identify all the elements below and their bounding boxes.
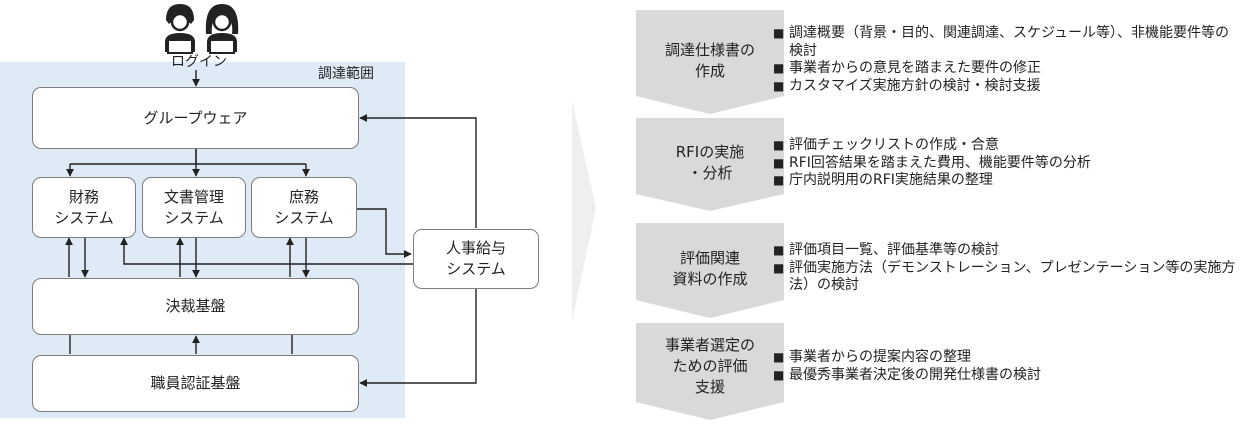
list-item: 評価項目一覧、評価基準等の検討: [773, 242, 1243, 260]
step-chevron-2: [636, 118, 784, 211]
step-3-title: 評価関連 資料の作成: [672, 249, 748, 288]
list-item: 事業者からの提案内容の整理: [773, 349, 1243, 367]
hr-to-groupware-arrow: [359, 114, 477, 228]
step-chevron-3: [636, 223, 784, 318]
general-to-hr-arrow: [357, 208, 412, 258]
step-chevron-4: [636, 323, 784, 420]
list-item: 最優秀事業者決定後の開発仕様書の検討: [773, 367, 1243, 385]
hr-to-finance-arrow: [120, 237, 414, 265]
list-item: 評価チェックリストの作成・合意: [773, 137, 1243, 155]
general-system-box: 庶務 システム: [251, 177, 357, 238]
step-4-title: 事業者選定の ための評価 支援: [664, 336, 755, 396]
hr-to-auth-arrow: [359, 289, 477, 387]
staff-auth-platform-box: 職員認証基盤: [32, 355, 359, 412]
approval-platform-box: 決裁基盤: [32, 278, 359, 335]
list-item: カスタマイズ実施方針の検討・検討支援: [773, 78, 1243, 96]
list-item: 事業者からの意見を踏まえた要件の修正: [773, 60, 1243, 78]
groupware-box: グループウェア: [32, 87, 359, 149]
list-item: RFI回答結果を踏まえた費用、機能要件等の分析: [773, 155, 1243, 173]
document-system-box: 文書管理 システム: [142, 177, 246, 238]
step-2-title: RFIの実施 ・分析: [675, 143, 745, 182]
step-1-items: 調達概要（背景・目的、関連調達、スケジュール等）、非機能要件等の検討 事業者から…: [773, 25, 1243, 95]
scope-label: 調達範囲: [318, 66, 374, 82]
step-chevron-1: [636, 10, 784, 114]
step-3-items: 評価項目一覧、評価基準等の検討 評価実施方法（デモンストレーション、プレゼンテー…: [773, 242, 1243, 295]
separator-chevron: [572, 100, 596, 322]
step-4-items: 事業者からの提案内容の整理 最優秀事業者決定後の開発仕様書の検討: [773, 349, 1243, 384]
list-item: 評価実施方法（デモンストレーション、プレゼンテーション等の実施方法）の検討: [773, 260, 1243, 295]
step-2-items: 評価チェックリストの作成・合意 RFI回答結果を踏まえた費用、機能要件等の分析 …: [773, 137, 1243, 190]
login-label: ログイン: [171, 54, 227, 70]
list-item: 調達概要（背景・目的、関連調達、スケジュール等）、非機能要件等の検討: [773, 25, 1243, 60]
hr-payroll-system-box: 人事給与 システム: [413, 229, 539, 289]
two-users-icon: [165, 4, 239, 54]
step-1-title: 調達仕様書の 作成: [664, 41, 755, 80]
list-item: 庁内説明用のRFI実施結果の整理: [773, 172, 1243, 190]
finance-system-box: 財務 システム: [32, 177, 136, 238]
